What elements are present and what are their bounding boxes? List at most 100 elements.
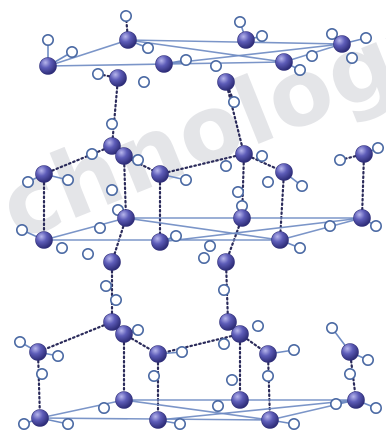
hydrogen-atom-44 bbox=[110, 293, 123, 306]
oxygen-atom-1 bbox=[119, 31, 137, 49]
hydrogen-atom-35 bbox=[170, 230, 183, 243]
oxygen-atom-29 bbox=[259, 345, 277, 363]
hydrogen-atom-58 bbox=[17, 417, 30, 430]
hydrogen-bond-12 bbox=[122, 154, 128, 220]
hydrogen-bond-5 bbox=[158, 152, 246, 176]
hydrogen-atom-26 bbox=[371, 142, 384, 155]
oxygen-atom-5 bbox=[155, 55, 173, 73]
hydrogen-atom-25 bbox=[261, 176, 274, 189]
hydrogen-atom-40 bbox=[82, 248, 95, 261]
hydrogen-atom-30 bbox=[232, 186, 245, 199]
hydrogen-atom-34 bbox=[94, 222, 107, 235]
hydrogen-atom-39 bbox=[369, 220, 382, 233]
hydrogen-atom-33 bbox=[55, 242, 68, 255]
hydrogen-atom-0 bbox=[120, 10, 133, 22]
hydrogen-atom-13 bbox=[228, 96, 241, 109]
hydrogen-atom-56 bbox=[261, 369, 274, 382]
hydrogen-atom-59 bbox=[61, 417, 74, 430]
oxygen-atom-8 bbox=[103, 137, 121, 155]
lattice-edge-6 bbox=[43, 217, 127, 241]
oxygen-atom-12 bbox=[151, 165, 169, 183]
lattice-edge-16 bbox=[123, 399, 271, 421]
hydrogen-atom-51 bbox=[287, 343, 300, 356]
hydrogen-atom-60 bbox=[98, 401, 111, 414]
hydrogen-atom-18 bbox=[132, 154, 145, 167]
hydrogen-atom-57 bbox=[343, 367, 356, 380]
oxygen-atom-0 bbox=[39, 57, 57, 75]
hydrogen-bond-10 bbox=[278, 170, 286, 242]
hydrogen-atom-9 bbox=[92, 68, 105, 81]
hydrogen-atom-61 bbox=[174, 417, 187, 430]
hydrogen-bond-18 bbox=[36, 320, 114, 354]
hydrogen-bond-22 bbox=[36, 350, 42, 420]
hydrogen-atom-63 bbox=[287, 417, 300, 430]
oxygen-atom-27 bbox=[29, 343, 47, 361]
oxygen-atom-34 bbox=[231, 391, 249, 409]
hydrogen-atom-17 bbox=[86, 148, 99, 161]
oxygen-atom-13 bbox=[275, 163, 293, 181]
hydrogen-atom-50 bbox=[176, 345, 189, 358]
oxygen-atom-14 bbox=[355, 145, 373, 163]
hydrogen-bond-20 bbox=[156, 332, 242, 356]
hydrogen-atom-48 bbox=[14, 335, 26, 348]
oxygen-atom-35 bbox=[261, 411, 279, 429]
hydrogen-bond-17 bbox=[224, 260, 230, 324]
oxygen-atom-18 bbox=[233, 209, 251, 227]
hydrogen-bond-11 bbox=[360, 152, 366, 220]
lattice-edge-10 bbox=[125, 217, 281, 241]
lattice-edge-5 bbox=[163, 43, 343, 65]
oxygen-atom-25 bbox=[219, 313, 237, 331]
oxygen-atom-17 bbox=[151, 233, 169, 251]
hydrogen-atom-2 bbox=[66, 45, 79, 58]
hydrogen-atom-15 bbox=[305, 49, 318, 62]
oxygen-atom-22 bbox=[217, 253, 235, 271]
hydrogen-atom-47 bbox=[252, 319, 265, 332]
hydrogen-atom-66 bbox=[226, 373, 239, 386]
oxygen-atom-26 bbox=[231, 325, 249, 343]
hydrogen-atom-1 bbox=[41, 33, 54, 46]
oxygen-atom-9 bbox=[115, 147, 133, 165]
hydrogen-atom-22 bbox=[21, 176, 34, 189]
oxygen-atom-2 bbox=[237, 31, 255, 49]
lattice-edge-15 bbox=[269, 399, 357, 421]
oxygen-atom-36 bbox=[347, 391, 365, 409]
oxygen-atom-19 bbox=[271, 231, 289, 249]
hydrogen-atom-53 bbox=[361, 353, 374, 366]
lattice-edge-9 bbox=[279, 217, 363, 241]
hydrogen-atom-38 bbox=[323, 220, 336, 233]
hydrogen-atom-41 bbox=[100, 279, 113, 292]
oxygen-atom-33 bbox=[149, 411, 167, 429]
oxygen-atom-15 bbox=[35, 231, 53, 249]
hydrogen-atom-8 bbox=[345, 51, 358, 64]
oxygen-atom-28 bbox=[149, 345, 167, 363]
hydrogen-atom-23 bbox=[180, 174, 193, 187]
hydrogen-atom-64 bbox=[329, 397, 342, 410]
hydrogen-atom-5 bbox=[255, 29, 268, 42]
lattice-edge-17 bbox=[157, 399, 357, 421]
hydrogen-bond-24 bbox=[266, 352, 272, 422]
hydrogen-atom-19 bbox=[220, 160, 233, 173]
hydrogen-atom-52 bbox=[325, 321, 338, 334]
hydrogen-atom-12 bbox=[210, 59, 223, 72]
hydrogen-atom-28 bbox=[106, 184, 119, 197]
oxygen-atom-21 bbox=[103, 253, 121, 271]
hydrogen-atom-46 bbox=[218, 337, 231, 350]
hydrogen-atom-7 bbox=[359, 31, 372, 44]
hydrogen-atom-3 bbox=[142, 41, 155, 54]
hydrogen-atom-24 bbox=[295, 180, 308, 193]
hydrogen-atom-6 bbox=[325, 27, 338, 40]
hydrogen-atom-45 bbox=[132, 323, 145, 336]
hydrogen-atom-62 bbox=[212, 399, 225, 412]
hydrogen-atom-49 bbox=[51, 349, 64, 362]
hydrogen-atom-55 bbox=[148, 369, 161, 382]
lattice-edge-0 bbox=[47, 39, 129, 67]
hydrogen-bond-0 bbox=[110, 76, 120, 148]
hydrogen-atom-20 bbox=[255, 150, 268, 163]
lattice-edge-4 bbox=[127, 39, 285, 63]
hydrogen-atom-16 bbox=[106, 118, 119, 131]
hydrogen-atom-36 bbox=[204, 240, 217, 253]
hydrogen-atom-65 bbox=[369, 401, 382, 414]
hydrogen-atom-14 bbox=[293, 64, 306, 77]
hydrogen-atom-27 bbox=[333, 154, 346, 167]
